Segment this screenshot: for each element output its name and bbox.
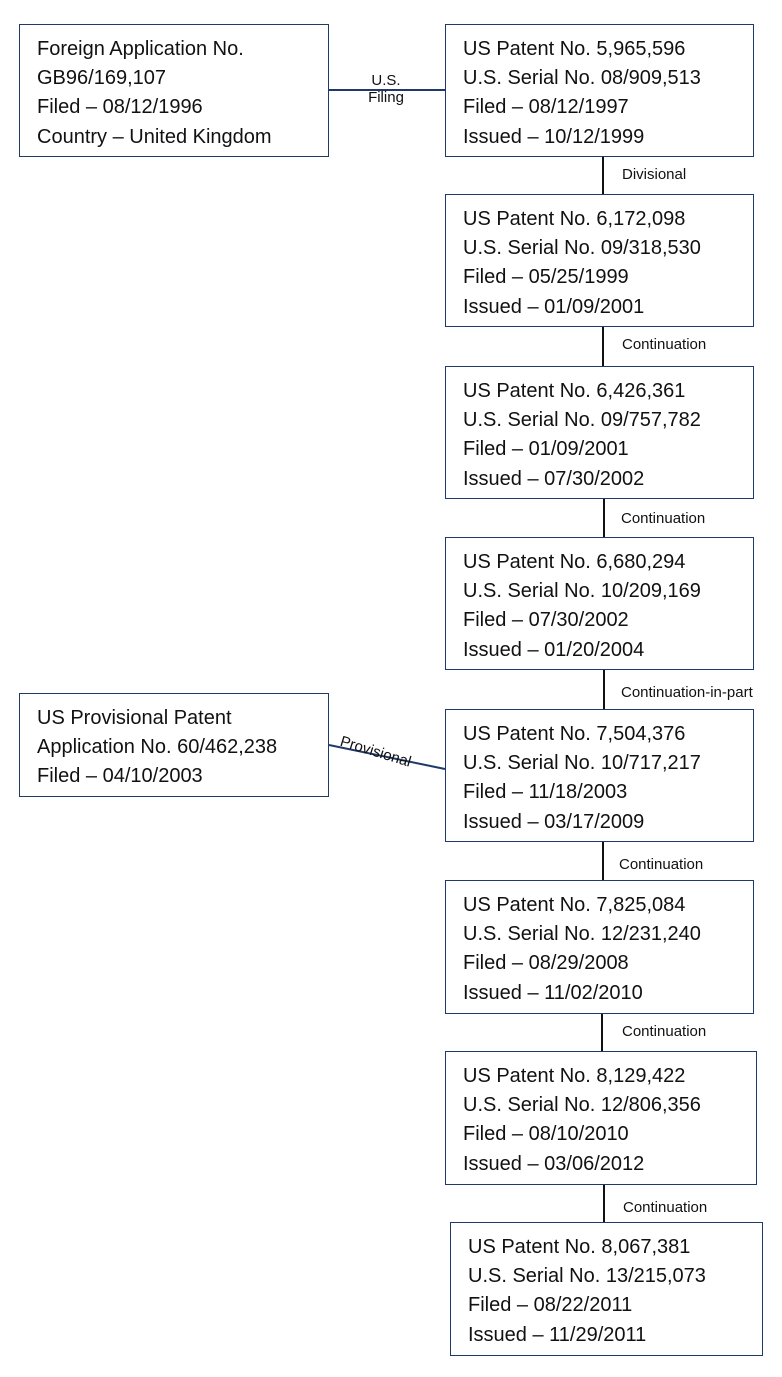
patent-box-6426361: US Patent No. 6,426,361U.S. Serial No. 0… [445,366,754,499]
box-text-line: US Patent No. 8,067,381 [468,1233,762,1262]
relationship-label-continuation: Continuation [622,336,706,353]
relationship-label-continuation-in-part: Continuation-in-part [621,684,753,701]
box-text-line: Filed – 05/25/1999 [463,263,753,292]
box-text-line: Issued – 01/09/2001 [463,293,753,322]
box-text-line: US Patent No. 5,965,596 [463,35,753,64]
box-text-line: U.S. Serial No. 12/231,240 [463,920,753,949]
box-text-line: Issued – 03/17/2009 [463,808,753,837]
box-text-line: U.S. Serial No. 09/318,530 [463,234,753,263]
box-text-line: Issued – 03/06/2012 [463,1150,756,1179]
relationship-label-continuation: Continuation [622,1023,706,1040]
box-text-line: Issued – 11/02/2010 [463,979,753,1008]
box-text-line: Filed – 07/30/2002 [463,606,753,635]
patent-box-6172098: US Patent No. 6,172,098U.S. Serial No. 0… [445,194,754,327]
box-text-line: Application No. 60/462,238 [37,733,328,762]
box-text-line: Issued – 11/29/2011 [468,1321,762,1350]
box-text-line: US Patent No. 6,426,361 [463,377,753,406]
relationship-label-continuation: Continuation [619,856,703,873]
box-text-line: US Patent No. 6,172,098 [463,205,753,234]
box-text-line: US Patent No. 6,680,294 [463,548,753,577]
box-text-line: Issued – 10/12/1999 [463,123,753,152]
patent-box-6680294: US Patent No. 6,680,294U.S. Serial No. 1… [445,537,754,670]
foreign-application-box: Foreign Application No.GB96/169,107Filed… [19,24,329,157]
box-text-line: U.S. Serial No. 12/806,356 [463,1091,756,1120]
us-filing-label: U.S. Filing [355,72,417,106]
box-text-line: US Provisional Patent [37,704,328,733]
box-text-line: Filed – 11/18/2003 [463,778,753,807]
box-text-line: Foreign Application No. [37,35,328,64]
box-text-line: GB96/169,107 [37,64,328,93]
box-text-line: Filed – 04/10/2003 [37,762,328,791]
box-text-line: U.S. Serial No. 10/717,217 [463,749,753,778]
box-text-line: Issued – 01/20/2004 [463,636,753,665]
us-filing-label-line: Filing [355,89,417,106]
box-text-line: Filed – 08/22/2011 [468,1291,762,1320]
box-text-line: Filed – 08/12/1997 [463,93,753,122]
box-text-line: Issued – 07/30/2002 [463,465,753,494]
box-text-line: U.S. Serial No. 13/215,073 [468,1262,762,1291]
relationship-label-continuation: Continuation [623,1199,707,1216]
box-text-line: U.S. Serial No. 09/757,782 [463,406,753,435]
box-text-line: U.S. Serial No. 08/909,513 [463,64,753,93]
provisional-application-box: US Provisional PatentApplication No. 60/… [19,693,329,797]
box-text-line: US Patent No. 8,129,422 [463,1062,756,1091]
box-text-line: Filed – 08/10/2010 [463,1120,756,1149]
box-text-line: Filed – 08/29/2008 [463,949,753,978]
box-text-line: Filed – 01/09/2001 [463,435,753,464]
box-text-line: US Patent No. 7,504,376 [463,720,753,749]
box-text-line: US Patent No. 7,825,084 [463,891,753,920]
box-text-line: U.S. Serial No. 10/209,169 [463,577,753,606]
patent-box-7504376: US Patent No. 7,504,376U.S. Serial No. 1… [445,709,754,842]
relationship-label-continuation: Continuation [621,510,705,527]
us-filing-label-line: U.S. [355,72,417,89]
box-text-line: Filed – 08/12/1996 [37,93,328,122]
patent-box-5965596: US Patent No. 5,965,596U.S. Serial No. 0… [445,24,754,157]
patent-box-8129422: US Patent No. 8,129,422U.S. Serial No. 1… [445,1051,757,1185]
patent-box-8067381: US Patent No. 8,067,381U.S. Serial No. 1… [450,1222,763,1356]
relationship-label-divisional: Divisional [622,166,686,183]
patent-box-7825084: US Patent No. 7,825,084U.S. Serial No. 1… [445,880,754,1014]
box-text-line: Country – United Kingdom [37,123,328,152]
